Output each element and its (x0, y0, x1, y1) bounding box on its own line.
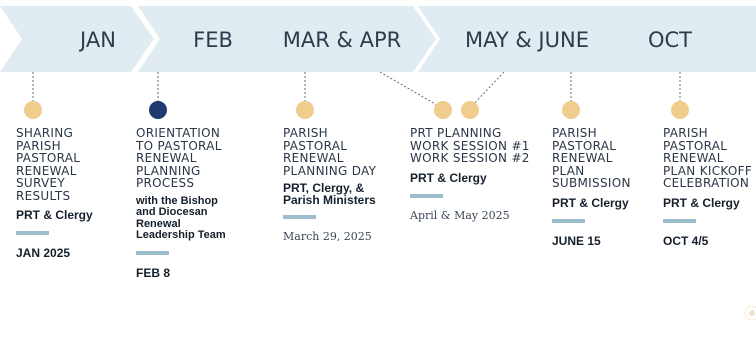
milestone-dot-feb (149, 101, 167, 119)
logo-mark (744, 305, 756, 321)
connector-work-session-2 (469, 71, 505, 109)
event-date: FEB 8 (136, 265, 171, 280)
event-date: April & May 2025 (410, 208, 510, 222)
event-participants: PRT & Clergy (410, 170, 487, 185)
chevron-jan (0, 6, 154, 72)
event-title: PARISH PASTORAL RENEWAL PLAN KICKOFF CEL… (663, 127, 753, 190)
event-mayjune-sessions: PRT PLANNING WORK SESSION #1 WORK SESSIO… (410, 127, 540, 222)
divider-bar (16, 231, 49, 235)
divider-bar (663, 218, 696, 223)
event-participants: with the Bishop and Diocesan Renewal Lea… (136, 194, 226, 241)
month-label-mayjune: MAY & JUNE (465, 28, 589, 52)
milestone-dot-marapr (296, 101, 314, 119)
event-marapr: PARISH PASTORAL RENEWAL PLANNING DAY PRT… (283, 127, 403, 243)
event-participants: PRT, Clergy, & Parish Ministers (283, 181, 376, 207)
month-label-oct: OCT (648, 28, 692, 52)
chevron-mayjune (418, 6, 627, 72)
event-jan: SHARING PARISH PASTORAL RENEWAL SURVEY R… (16, 127, 126, 260)
chevron-marapr (247, 6, 436, 72)
event-date: JAN 2025 (16, 246, 71, 260)
event-date: March 29, 2025 (283, 230, 372, 243)
month-label-marapr: MAR & APR (283, 28, 401, 52)
event-participants: PRT & Clergy (16, 208, 93, 222)
event-title: PARISH PASTORAL RENEWAL PLANNING DAY (283, 126, 377, 178)
event-june: PARISH PASTORAL RENEWAL PLAN SUBMISSION … (552, 127, 652, 248)
event-title: PARISH PASTORAL RENEWAL PLAN SUBMISSION (552, 126, 631, 190)
event-date: OCT 4/5 (663, 233, 709, 248)
event-oct: PARISH PASTORAL RENEWAL PLAN KICKOFF CEL… (663, 127, 756, 248)
divider-bar (410, 193, 443, 198)
divider-bar (283, 215, 316, 219)
milestone-dot-oct (671, 101, 689, 119)
event-participants: PRT & Clergy (663, 195, 740, 210)
milestone-dot-june (562, 101, 580, 119)
event-title: PRT PLANNING WORK SESSION #1 WORK SESSIO… (410, 126, 530, 165)
month-label-jan: JAN (78, 28, 116, 52)
milestone-dot-work-session-1 (434, 101, 452, 119)
milestone-dot-work-session-2 (461, 101, 479, 119)
event-title: ORIENTATION TO PASTORAL RENEWAL PLANNING… (136, 126, 222, 190)
milestone-dot-jan (24, 101, 42, 119)
chevron-oct (579, 6, 756, 72)
divider-bar (552, 218, 585, 223)
event-title: SHARING PARISH PASTORAL RENEWAL SURVEY R… (16, 126, 81, 203)
event-feb: ORIENTATION TO PASTORAL RENEWAL PLANNING… (136, 127, 256, 280)
divider-bar (136, 250, 169, 255)
event-date: JUNE 15 (552, 233, 601, 248)
month-label-feb: FEB (193, 28, 233, 52)
event-participants: PRT & Clergy (552, 195, 629, 210)
chevron-feb (138, 6, 273, 72)
connector-work-session-1 (379, 71, 443, 109)
